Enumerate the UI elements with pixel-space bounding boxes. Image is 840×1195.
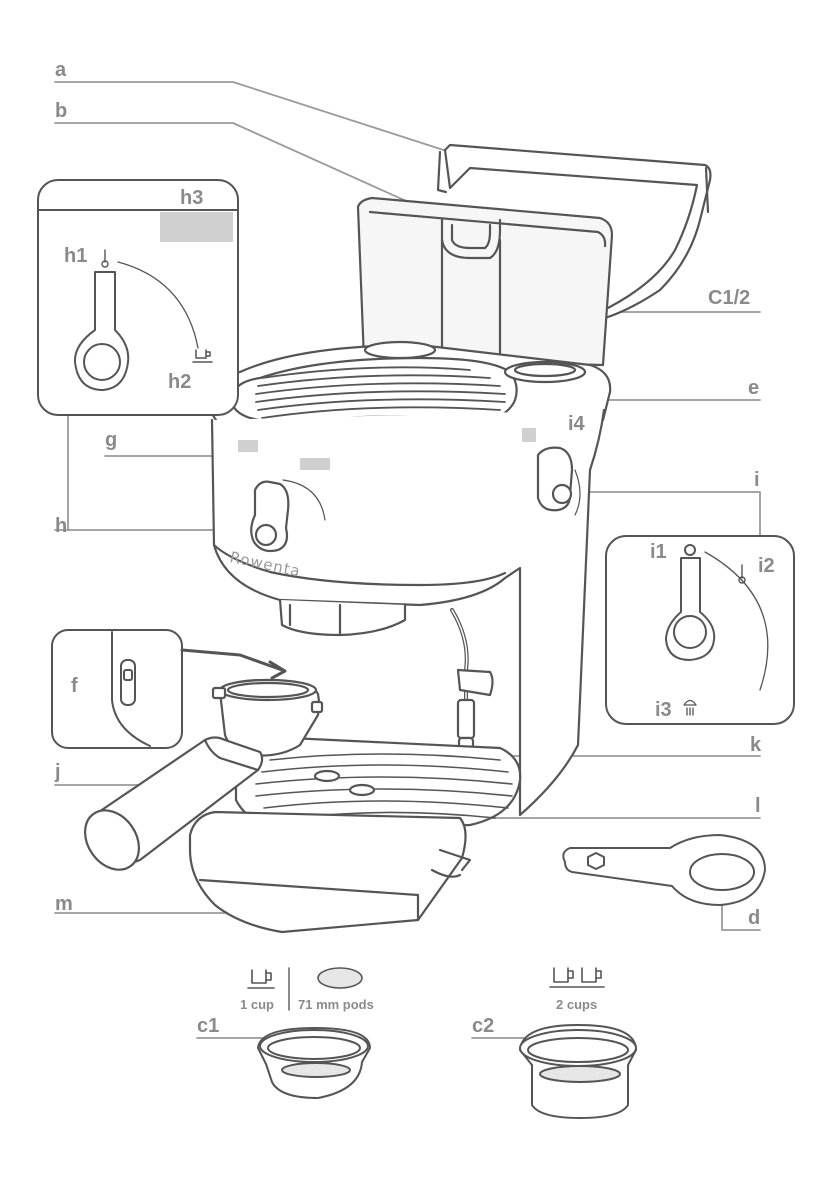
caption-pods: 71 mm pods: [298, 998, 374, 1011]
label-d: d: [748, 908, 760, 928]
label-e: e: [748, 378, 759, 398]
label-l: l: [755, 796, 761, 816]
label-f: f: [71, 676, 78, 696]
filter-two-cup: [520, 1025, 636, 1118]
inset-arrow: [182, 650, 282, 670]
label-i3: i3: [655, 700, 672, 720]
label-h3: h3: [180, 188, 203, 208]
label-c2: c2: [472, 1016, 494, 1036]
power-switch: [121, 660, 135, 705]
label-i4: i4: [568, 414, 585, 434]
label-h1: h1: [64, 246, 87, 266]
leader-i: [588, 492, 760, 535]
measuring-spoon: [563, 835, 765, 905]
inset-selector: [38, 180, 238, 415]
label-b: b: [55, 101, 67, 121]
indicator-light-i4: [522, 428, 536, 442]
label-k: k: [750, 735, 761, 755]
group-head: [280, 600, 405, 635]
label-i: i: [754, 470, 760, 490]
label-j: j: [55, 762, 61, 782]
single-cup-icon: [248, 970, 274, 988]
filter-one-cup: [258, 1028, 370, 1098]
caption-one-cup: 1 cup: [240, 998, 274, 1011]
label-g: g: [105, 430, 117, 450]
label-c12: C1/2: [708, 288, 750, 308]
pod-icon: [318, 968, 362, 988]
double-cup-icon: [550, 968, 604, 987]
label-c1: c1: [197, 1016, 219, 1036]
indicator-h3: [160, 212, 233, 242]
label-a: a: [55, 60, 66, 80]
caption-two-cups: 2 cups: [556, 998, 597, 1011]
label-h2: h2: [168, 372, 191, 392]
indicator-light-left: [238, 440, 258, 452]
label-m: m: [55, 894, 73, 914]
drip-tray: [190, 812, 466, 932]
leader-h: [55, 415, 68, 530]
label-i1: i1: [650, 542, 667, 562]
label-h: h: [55, 516, 67, 536]
indicator-light-right: [300, 458, 330, 470]
filter-holder-left: [365, 342, 435, 358]
label-i2: i2: [758, 556, 775, 576]
